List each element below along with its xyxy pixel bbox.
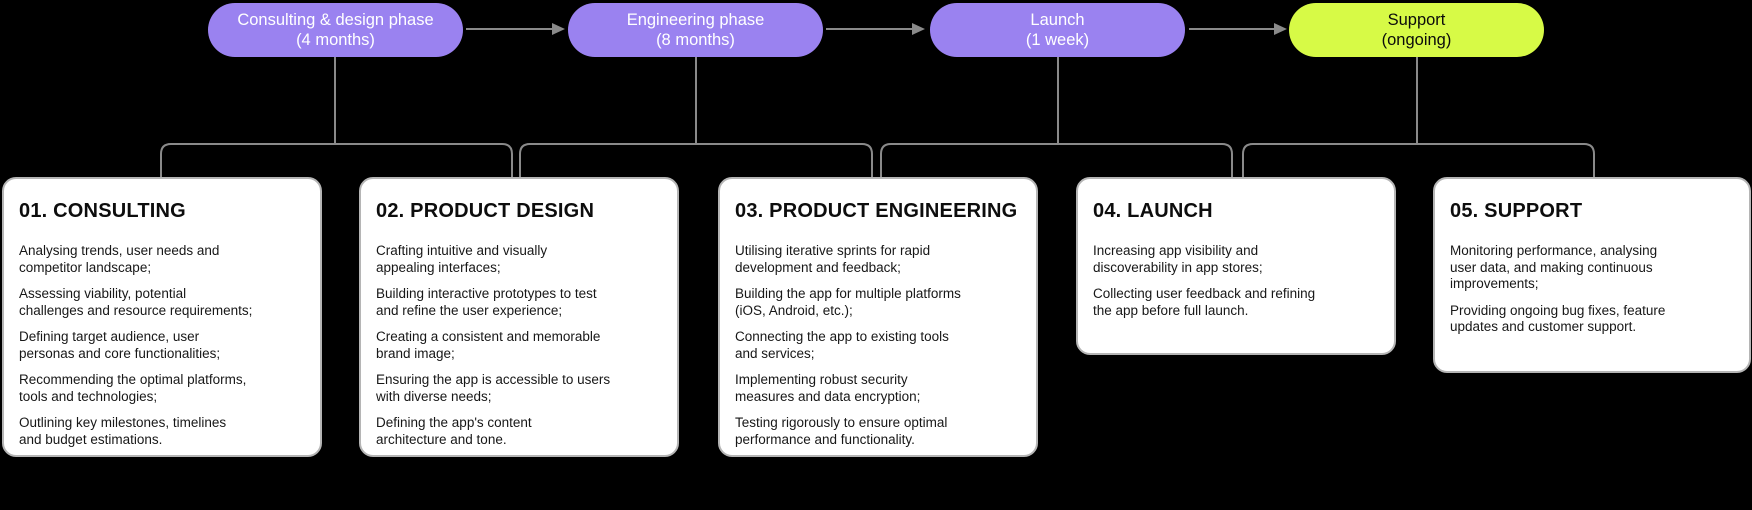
arrow-right-connector (1189, 23, 1287, 35)
card-item: Providing ongoing bug fixes, feature upd… (1450, 302, 1666, 335)
card-product-design: 02. PRODUCT DESIGN Crafting intuitive an… (359, 177, 679, 457)
phase-drop-lines (334, 56, 1418, 144)
phase-label: Consulting & design phase (237, 11, 434, 29)
card-item: Testing rigorously to ensure optimal per… (735, 415, 948, 447)
phase-label: Support (1387, 11, 1446, 29)
card-title: 01. CONSULTING (19, 200, 186, 222)
card-item: Implementing robust security measures an… (735, 372, 921, 404)
card-item: Outlining key milestones, timelines and … (19, 415, 227, 447)
card-item: Collecting user feedback and refining th… (1093, 286, 1316, 318)
card-title: 04. LAUNCH (1093, 200, 1213, 222)
card-item: Building interactive prototypes to test … (376, 286, 597, 318)
phase-duration: (ongoing) (1381, 31, 1452, 49)
card-support: 05. SUPPORT Monitoring performance, anal… (1433, 177, 1751, 373)
card-title: 05. SUPPORT (1450, 200, 1583, 222)
card-item: Analysing trends, user needs and competi… (19, 243, 220, 275)
phase-bracket-connectors (160, 143, 1595, 178)
card-item: Monitoring performance, analysing user d… (1450, 243, 1658, 291)
card-consulting: 01. CONSULTING Analysing trends, user ne… (2, 177, 322, 457)
card-item: Creating a consistent and memorable bran… (376, 329, 601, 361)
card-item: Utilising iterative sprints for rapid de… (735, 243, 931, 275)
card-title: 03. PRODUCT ENGINEERING (735, 200, 1018, 222)
card-launch: 04. LAUNCH Increasing app visibility and… (1076, 177, 1396, 355)
card-item: Defining the app's content architecture … (376, 415, 532, 447)
card-item: Increasing app visibility and discoverab… (1093, 243, 1263, 275)
card-item: Recommending the optimal platforms, tool… (19, 372, 247, 404)
card-product-engineering: 03. PRODUCT ENGINEERING Utilising iterat… (718, 177, 1038, 457)
card-item: Connecting the app to existing tools and… (735, 329, 949, 361)
arrow-right-connector (826, 23, 925, 35)
phase-pill-support: Support (ongoing) (1289, 3, 1544, 57)
card-item: Assessing viability, potential challenge… (19, 286, 253, 318)
phase-pill-consulting-design: Consulting & design phase (4 months) (208, 3, 463, 57)
card-item: Defining target audience, user personas … (19, 329, 221, 361)
card-item: Ensuring the app is accessible to users … (376, 372, 611, 404)
phase-duration: (4 months) (296, 31, 375, 49)
phase-label: Launch (1030, 11, 1085, 29)
card-item: Building the app for multiple platforms … (735, 286, 961, 318)
card-title: 02. PRODUCT DESIGN (376, 200, 595, 222)
arrow-right-connector (466, 23, 565, 35)
phase-pill-engineering: Engineering phase (8 months) (568, 3, 823, 57)
phase-pill-launch: Launch (1 week) (930, 3, 1185, 57)
phase-duration: (1 week) (1025, 31, 1090, 49)
phase-duration: (8 months) (656, 31, 735, 49)
card-item: Crafting intuitive and visually appealin… (376, 243, 548, 275)
phase-label: Engineering phase (626, 11, 765, 29)
